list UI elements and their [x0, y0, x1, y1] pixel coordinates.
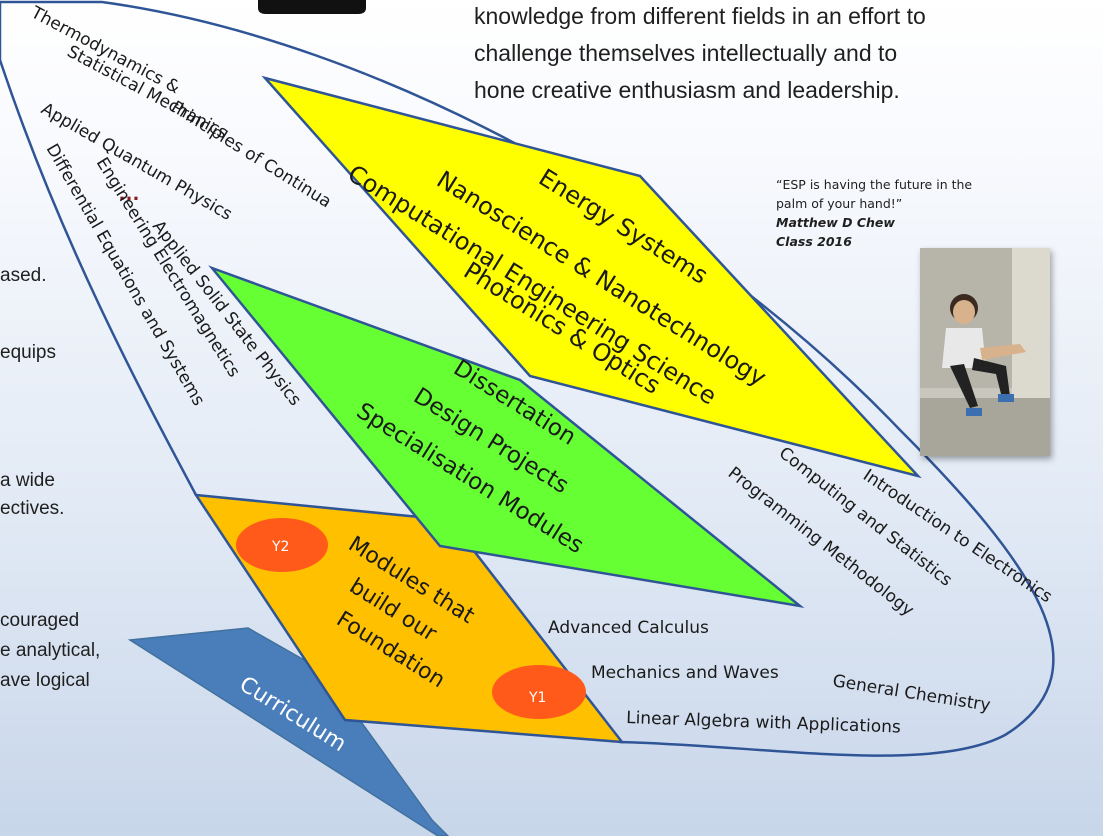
paragraph-line: challenge themselves intellectually and … — [474, 40, 898, 66]
left-text-fragment: ectives. — [0, 498, 65, 519]
left-text-fragment: e analytical, — [0, 640, 101, 661]
curriculum-pointer — [127, 627, 450, 836]
paragraph-line: knowledge from different fields in an ef… — [474, 3, 926, 29]
left-text-fragment: ased. — [0, 265, 47, 286]
student-quote: “ESP is having the future in the palm of… — [776, 175, 1006, 251]
student-photo — [920, 248, 1050, 456]
specialisation-box — [208, 265, 805, 609]
module-advanced-calculus: Advanced Calculus — [548, 618, 709, 638]
module-general-chemistry: General Chemistry — [831, 671, 992, 716]
module-mechanics-waves: Mechanics and Waves — [591, 663, 779, 683]
paragraph-line: hone creative enthusiasm and leadership. — [474, 77, 900, 103]
left-text-fragment: ave logical — [0, 670, 90, 691]
left-text-fragment: equips — [0, 342, 56, 363]
badge-y2-label: Y2 — [271, 539, 289, 555]
quote-author: Matthew D Chew — [776, 215, 895, 230]
top-black-tab — [258, 0, 366, 14]
module-linear-algebra: Linear Algebra with Applications — [626, 708, 901, 738]
description-paragraph: knowledge from different fields in an ef… — [474, 0, 1034, 109]
quote-text: “ESP is having the future in the palm of… — [776, 177, 973, 211]
badge-y1-label: Y1 — [528, 690, 546, 706]
year-two-badge — [236, 518, 328, 572]
left-text-fragment: couraged — [0, 610, 80, 631]
year-one-badge — [492, 665, 586, 719]
module-thermodynamics: Thermodynamics & — [27, 2, 183, 98]
left-heading-ellipsis: … — [118, 180, 140, 205]
left-text-fragment: a wide — [0, 470, 55, 491]
quote-class: Class 2016 — [776, 234, 852, 249]
focus-areas-box — [261, 75, 922, 479]
